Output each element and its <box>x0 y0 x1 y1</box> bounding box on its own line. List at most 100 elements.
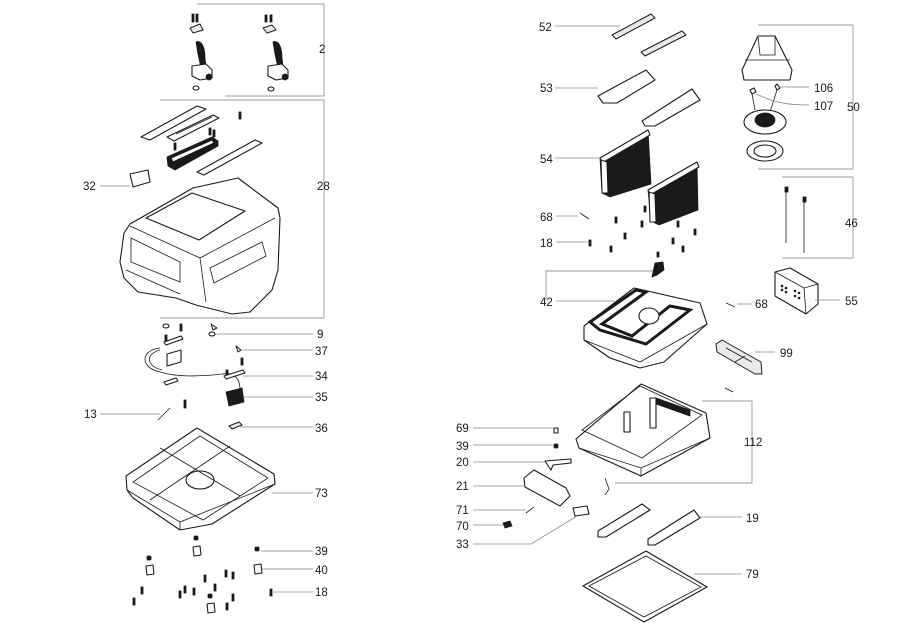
callout-number: 28 <box>317 181 330 193</box>
callout-99: 99 <box>755 348 793 360</box>
callout-55: 55 <box>815 296 858 308</box>
callout-19: 19 <box>700 513 759 525</box>
callout-number: 53 <box>540 83 553 95</box>
callout-number: 73 <box>315 488 328 500</box>
callout-number: 55 <box>845 296 858 308</box>
callout-number: 18 <box>315 587 328 599</box>
callout-number: 70 <box>456 521 469 533</box>
callout-number: 2 <box>319 44 325 56</box>
callout-2: 2 <box>319 44 325 56</box>
callout-number: 34 <box>315 371 328 383</box>
callout-number: 37 <box>315 346 328 358</box>
latch <box>715 339 763 375</box>
bracket-50 <box>758 24 854 170</box>
bracket-112 <box>615 400 753 484</box>
carry-handle-left <box>189 13 213 91</box>
callout-number: 40 <box>315 565 328 577</box>
callout-35: 35 <box>244 392 328 404</box>
callout-number: 32 <box>83 181 96 193</box>
callout-number: 106 <box>814 83 833 95</box>
feet-group <box>132 535 273 614</box>
callout-number: 107 <box>814 101 833 113</box>
callout-68-right: 68 <box>737 299 768 311</box>
wiring-group <box>144 323 246 430</box>
callout-number: 52 <box>539 22 552 34</box>
callout-number: 33 <box>456 539 469 551</box>
callout-number: 99 <box>780 348 793 360</box>
callout-number: 36 <box>315 423 328 435</box>
callout-36: 36 <box>240 423 328 435</box>
lower-container-housing <box>575 383 711 496</box>
callout-33: 33 <box>456 515 578 551</box>
callout-42: 42 <box>540 297 615 309</box>
callout-32: 32 <box>83 181 130 193</box>
bracket-46 <box>782 176 854 259</box>
frame-gasket <box>582 550 708 623</box>
carry-handle-right <box>262 14 289 92</box>
callout-number: 21 <box>456 481 469 493</box>
callout-112: 112 <box>744 437 762 449</box>
callout-number: 69 <box>456 423 469 435</box>
callout-21: 21 <box>456 481 524 493</box>
callout-70: 70 <box>456 521 503 533</box>
callout-52: 52 <box>539 22 620 34</box>
callout-number: 20 <box>456 457 469 469</box>
small-parts <box>502 427 590 529</box>
callout-number: 79 <box>746 569 759 581</box>
callout-number: 18 <box>540 238 553 250</box>
callout-number: 9 <box>317 329 323 341</box>
callout-number: 112 <box>744 437 762 449</box>
base-plate <box>125 427 276 531</box>
upper-housing-parts <box>140 105 263 176</box>
callout-13: 13 <box>84 409 160 421</box>
filter-seals <box>597 69 701 127</box>
callout-number: 39 <box>315 546 328 558</box>
spring-pin <box>725 302 736 308</box>
callout-71: 71 <box>456 505 526 517</box>
callout-107: 107 <box>755 93 833 113</box>
callout-number: 46 <box>845 218 858 230</box>
callout-number: 71 <box>456 505 469 517</box>
seals-19 <box>597 503 701 546</box>
callout-9: 9 <box>216 329 323 341</box>
callout-number: 42 <box>540 297 553 309</box>
callout-number: 35 <box>315 392 328 404</box>
callout-number: 68 <box>755 299 768 311</box>
foam-strips <box>611 13 687 57</box>
callout-number: 68 <box>540 212 553 224</box>
callouts: 2 28 32 9 37 34 35 13 36 73 39 40 18 52 … <box>83 22 860 599</box>
callout-53: 53 <box>540 83 598 95</box>
callout-number: 13 <box>84 409 97 421</box>
callout-number: 19 <box>746 513 759 525</box>
upper-housing <box>119 177 281 315</box>
callout-50: 50 <box>847 102 860 114</box>
callout-40: 40 <box>262 565 328 577</box>
bracket-2 <box>197 3 325 97</box>
filter-cartridges <box>599 129 700 226</box>
callout-79: 79 <box>694 569 759 581</box>
callout-39-right: 39 <box>456 441 553 453</box>
callout-68-left: 68 <box>540 212 578 224</box>
callout-20: 20 <box>456 457 545 469</box>
callout-106: 106 <box>779 83 833 95</box>
callout-18-right: 18 <box>540 238 588 250</box>
bracket-28 <box>160 99 325 319</box>
filter-head-housing <box>583 287 708 369</box>
callout-number: 39 <box>456 441 469 453</box>
label-plate <box>129 169 151 188</box>
callout-34: 34 <box>243 371 328 383</box>
motor-assembly <box>741 35 793 162</box>
electronics-module <box>774 267 819 315</box>
callout-18-left: 18 <box>273 587 328 599</box>
callout-37: 37 <box>241 346 328 358</box>
callout-28: 28 <box>317 181 330 193</box>
long-screws <box>784 186 807 253</box>
bracket-42 <box>545 270 655 300</box>
callout-39-left: 39 <box>260 546 328 558</box>
callout-46: 46 <box>845 218 858 230</box>
callout-number: 54 <box>540 154 553 166</box>
screws-middle <box>579 205 697 278</box>
callout-54: 54 <box>540 154 600 166</box>
callout-69: 69 <box>456 423 553 435</box>
